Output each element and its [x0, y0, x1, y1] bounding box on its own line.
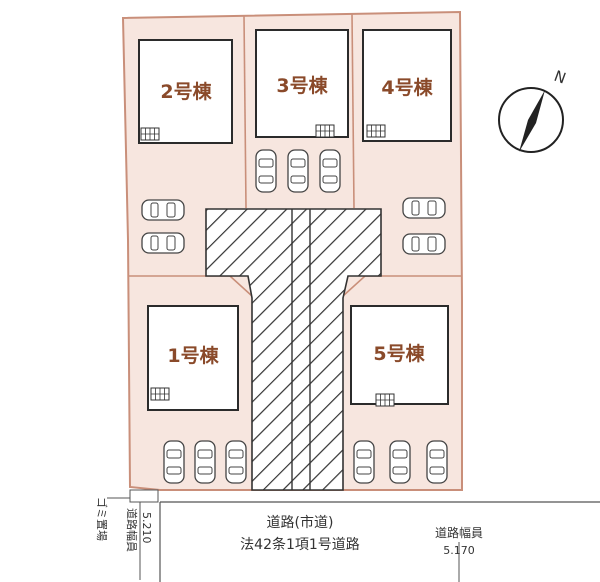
garbage-area: ゴミ置場	[95, 489, 159, 541]
road-name: 道路(市道)	[267, 514, 334, 531]
road-width-right: 道路幅員 5.170	[435, 525, 483, 582]
house-2-label: 2号棟	[160, 80, 212, 103]
house-5: 5号棟	[350, 305, 449, 407]
north-compass: N	[498, 67, 569, 153]
shared-driveway	[205, 208, 382, 491]
road-width-left-value: 5.210	[140, 512, 153, 544]
road-width-left-label: 道路幅員	[125, 508, 139, 552]
house-3-label: 3号棟	[276, 74, 328, 97]
road-width-left: 道路幅員 5.210	[125, 501, 153, 580]
compass-needle-icon	[519, 90, 545, 152]
house-2: 2号棟	[138, 39, 233, 144]
house-1-label: 1号棟	[167, 344, 219, 367]
compass-label: N	[552, 67, 569, 88]
house-1: 1号棟	[147, 305, 239, 411]
house-4-label: 4号棟	[381, 76, 433, 99]
road-type: 法42条1項1号道路	[240, 536, 360, 553]
house-3: 3号棟	[255, 29, 349, 138]
road-width-right-label: 道路幅員	[435, 525, 483, 540]
house-5-label: 5号棟	[373, 342, 425, 365]
road: 道路(市道) 法42条1項1号道路	[159, 501, 600, 582]
garbage-area-label: ゴミ置場	[95, 497, 109, 541]
house-4: 4号棟	[362, 29, 452, 142]
road-width-right-value: 5.170	[443, 544, 475, 557]
